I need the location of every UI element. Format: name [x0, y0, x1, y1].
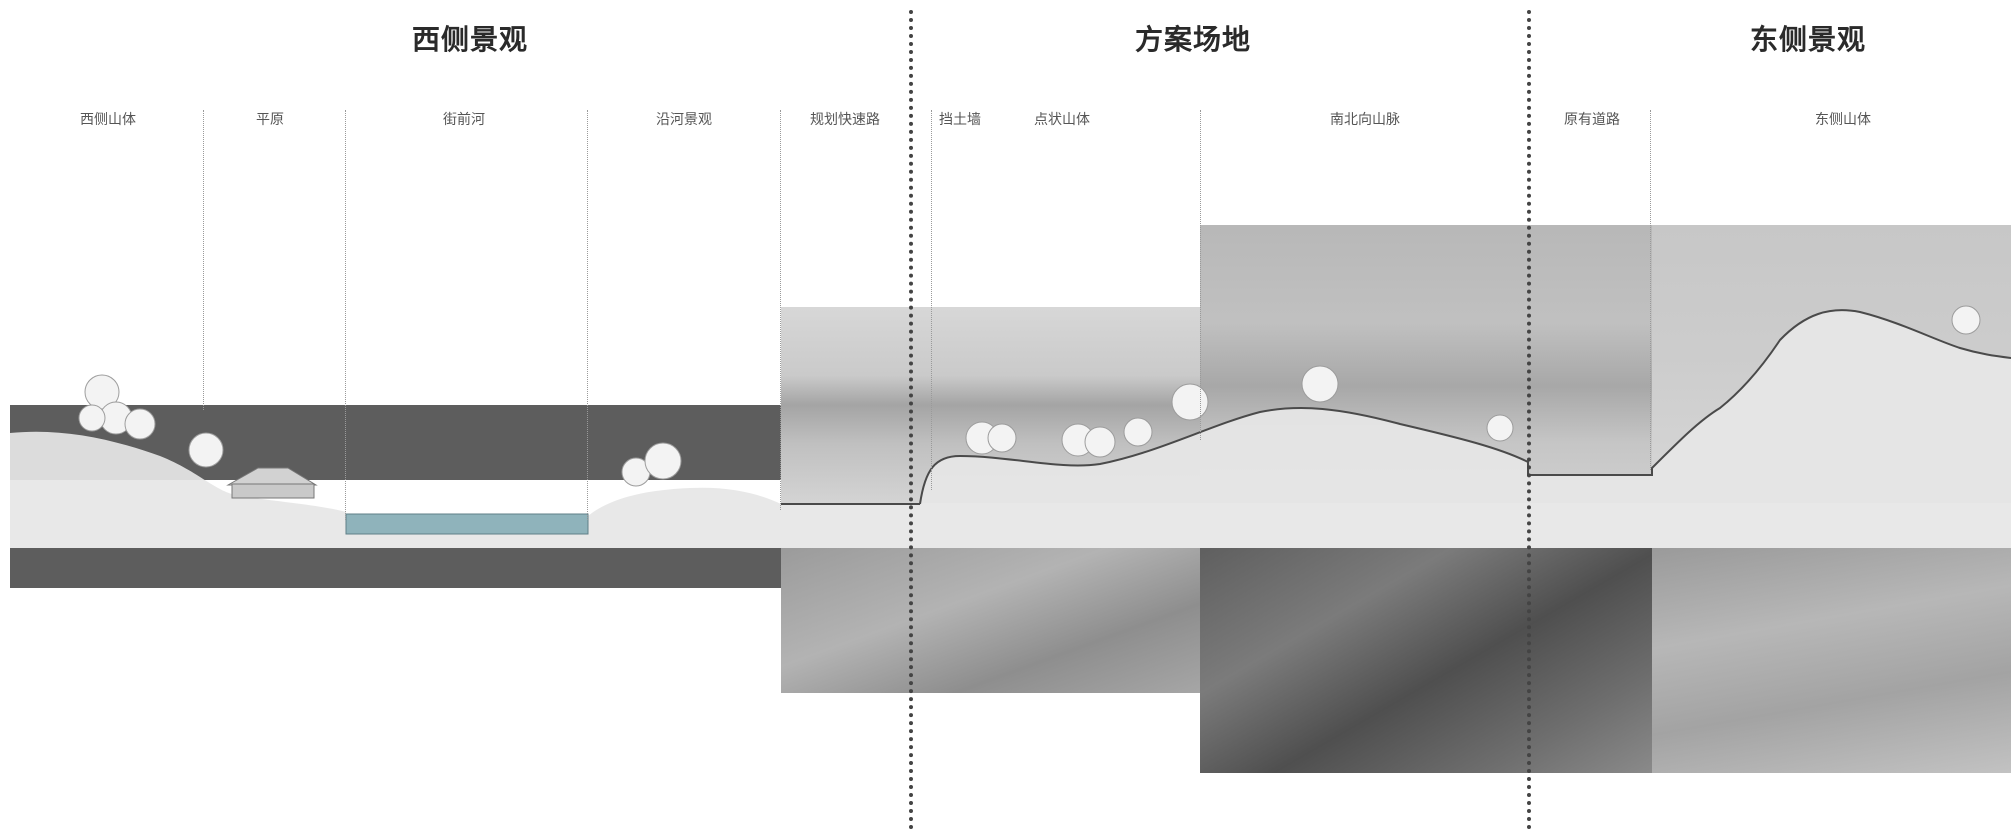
divider-2: [345, 110, 346, 520]
divider-7: [1650, 110, 1651, 470]
zone-label-expressway: 规划快速路: [810, 112, 880, 128]
zone-label-existing-road: 原有道路: [1564, 112, 1620, 128]
aerial-photo-lower-east: [1652, 548, 2011, 773]
ground-fill: [10, 310, 2011, 548]
lower-band: [10, 548, 781, 588]
zone-label-plain: 平原: [256, 112, 284, 128]
tree-icons: [78, 305, 1981, 487]
site-section-title: 方案场地: [1134, 23, 1252, 56]
zone-label-retaining-wall: 挡土墙: [939, 112, 981, 128]
zone-label-west-mountain: 西侧山体: [80, 112, 136, 128]
west-section-title: 西侧景观: [411, 23, 529, 56]
house-icon: [226, 467, 318, 499]
aerial-photo-lower-mid: [1200, 548, 1652, 773]
zone-label-point-mountain: 点状山体: [1034, 112, 1090, 128]
zone-label-east-mountain: 东侧山体: [1815, 112, 1871, 128]
profile-line: [919, 309, 2011, 505]
east-section-title: 东侧景观: [1749, 23, 1867, 56]
aerial-photo-lower-west: [781, 548, 1200, 693]
river-water: [345, 513, 589, 535]
divider-1: [203, 110, 204, 410]
divider-3: [587, 110, 588, 520]
section-divider-west-site: [909, 10, 913, 830]
zone-label-river: 街前河: [443, 112, 485, 128]
section-divider-site-east: [1527, 10, 1531, 830]
divider-5: [931, 110, 932, 490]
zone-label-ns-range: 南北向山脉: [1330, 112, 1400, 128]
divider-6: [1200, 110, 1201, 440]
divider-4: [780, 110, 781, 510]
zone-label-riverside: 沿河景观: [656, 112, 712, 128]
